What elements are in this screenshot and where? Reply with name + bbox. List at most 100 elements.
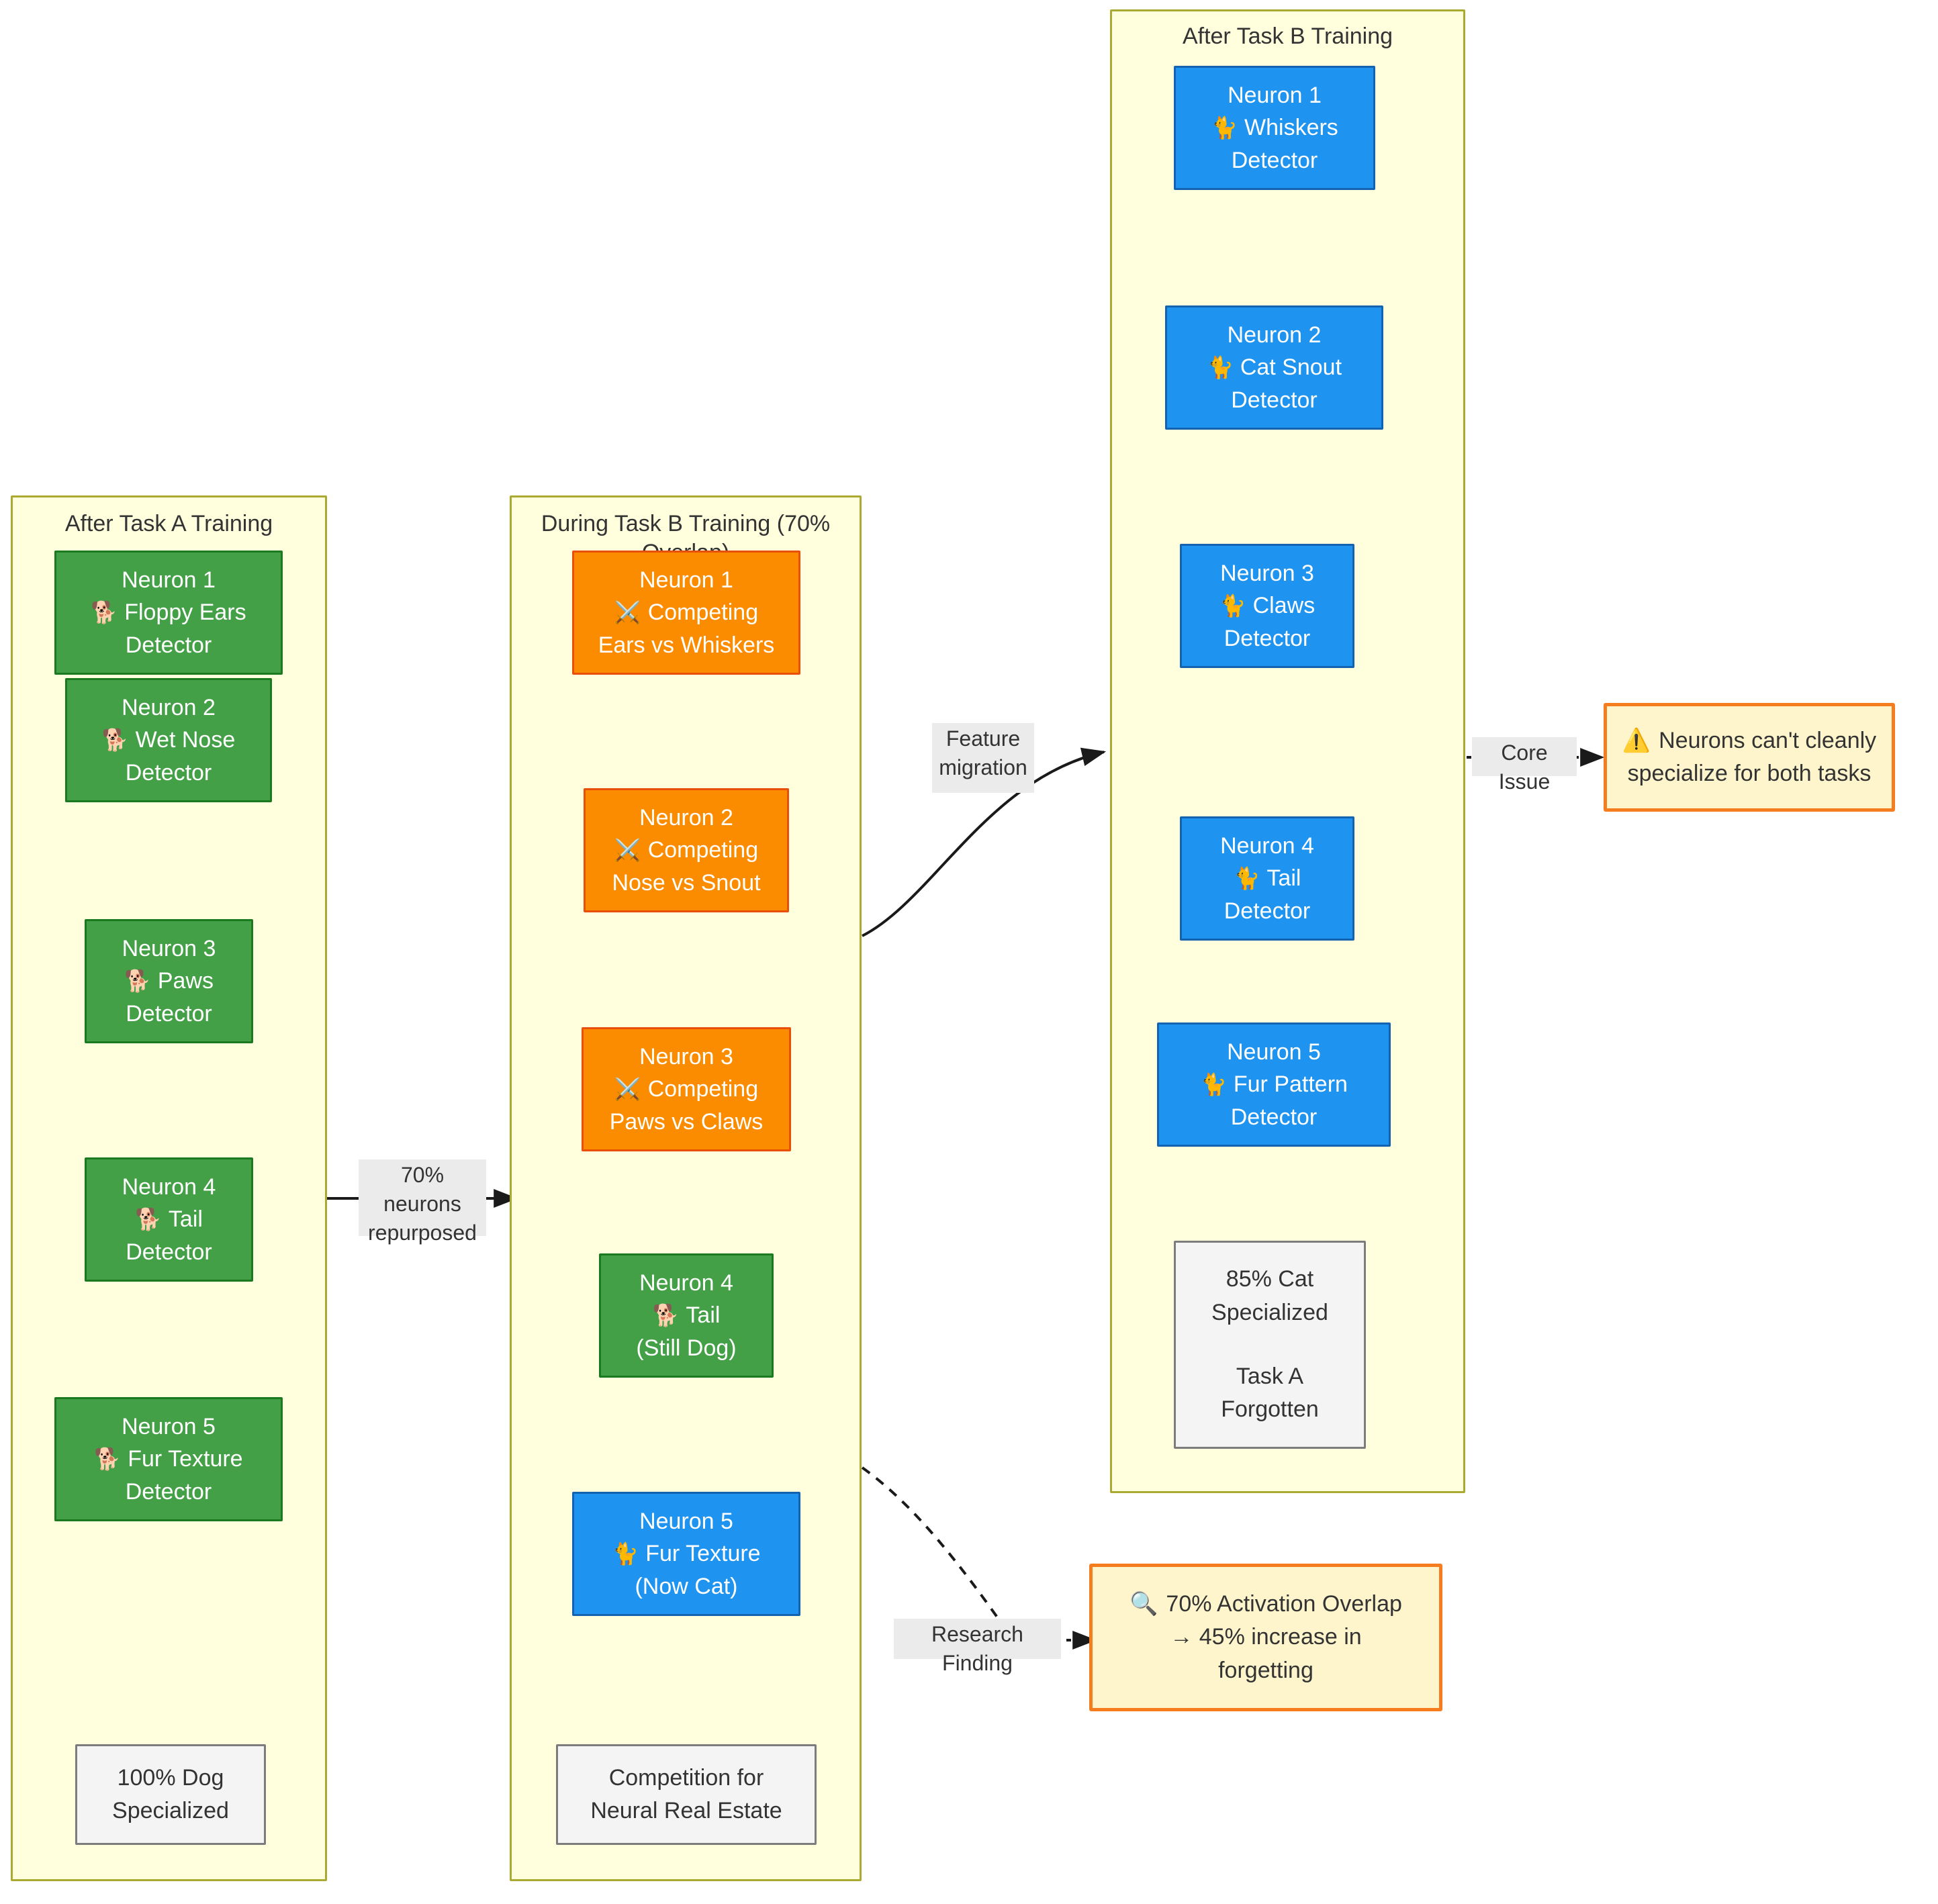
cat-emoji: 🐈	[1206, 354, 1234, 381]
status-c-line3: Task A	[1236, 1364, 1304, 1389]
dog-emoji: 🐕	[652, 1302, 680, 1329]
node-a5-line1: Neuron 5	[122, 1414, 216, 1440]
note-core-issue-line1: Neurons can't cleanly	[1659, 727, 1877, 753]
warning-emoji: ⚠️	[1622, 726, 1651, 754]
subgraph-during-task-b: During Task B Training (70% Overlap)	[510, 495, 862, 1881]
node-a3[interactable]: Neuron 3 🐕Paws Detector	[85, 919, 253, 1043]
node-a4-line3: Detector	[126, 1239, 212, 1265]
node-a4-line2: Tail	[168, 1206, 203, 1233]
note-research-line3: forgetting	[1218, 1657, 1313, 1683]
node-c5-line3: Detector	[1230, 1104, 1318, 1130]
node-b3-line2: Competing	[647, 1076, 759, 1102]
node-c4-line2: Tail	[1266, 865, 1301, 892]
node-a3-line3: Detector	[126, 1000, 212, 1027]
status-b-line2: Neural Real Estate	[590, 1798, 782, 1823]
node-b2[interactable]: Neuron 2 ⚔️Competing Nose vs Snout	[584, 788, 789, 912]
cat-emoji: 🐈	[1233, 865, 1260, 892]
node-b2-line2: Competing	[647, 837, 759, 863]
note-research-finding: 🔍 70% Activation Overlap → 45% increase i…	[1089, 1564, 1442, 1711]
status-c-line2: Specialized	[1211, 1299, 1328, 1325]
node-b1-line1: Neuron 1	[639, 567, 733, 593]
node-b4-line3: (Still Dog)	[636, 1335, 737, 1361]
node-b4-line1: Neuron 4	[639, 1270, 733, 1296]
node-a5-line3: Detector	[125, 1478, 212, 1505]
node-c5-line2: Fur Pattern	[1233, 1072, 1348, 1098]
node-c4-line1: Neuron 4	[1220, 833, 1314, 859]
node-c2[interactable]: Neuron 2 🐈Cat Snout Detector	[1165, 305, 1383, 430]
node-c4[interactable]: Neuron 4 🐈Tail Detector	[1180, 816, 1354, 941]
status-box-task-a: 100% Dog Specialized	[75, 1744, 266, 1845]
node-b4-line2: Tail	[686, 1302, 721, 1329]
node-c1-line3: Detector	[1231, 147, 1318, 173]
status-c-line4: Forgotten	[1221, 1396, 1319, 1423]
status-c-line1: 85% Cat	[1226, 1266, 1314, 1292]
status-a-line2: Specialized	[112, 1798, 229, 1823]
node-b2-line3: Nose vs Snout	[612, 869, 761, 896]
node-a2-line2: Wet Nose	[135, 727, 236, 753]
status-a-line1: 100% Dog	[117, 1764, 224, 1791]
status-b-line1: Competition for	[608, 1764, 764, 1791]
node-b5-line1: Neuron 5	[639, 1509, 733, 1535]
subgraph-title-after-task-a: After Task A Training	[64, 511, 273, 536]
node-a3-line1: Neuron 3	[122, 936, 216, 962]
node-c1-line2: Whiskers	[1244, 115, 1338, 141]
node-a2[interactable]: Neuron 2 🐕Wet Nose Detector	[65, 678, 272, 802]
node-c5[interactable]: Neuron 5 🐈Fur Pattern Detector	[1157, 1022, 1391, 1147]
node-a4-line1: Neuron 4	[122, 1174, 216, 1200]
node-c3[interactable]: Neuron 3 🐈Claws Detector	[1180, 544, 1354, 668]
cat-emoji: 🐈	[612, 1541, 639, 1567]
node-c2-line3: Detector	[1231, 387, 1318, 413]
node-b5[interactable]: Neuron 5 🐈Fur Texture (Now Cat)	[572, 1492, 800, 1616]
edge-label-feature-migration: Feature migration	[932, 723, 1034, 793]
node-b1-line3: Ears vs Whiskers	[598, 632, 775, 658]
dog-emoji: 🐕	[91, 600, 118, 626]
dog-emoji: 🐕	[124, 968, 151, 994]
node-a5[interactable]: Neuron 5 🐕Fur Texture Detector	[54, 1397, 283, 1521]
crossed-swords-emoji: ⚔️	[614, 600, 641, 626]
node-a4[interactable]: Neuron 4 🐕Tail Detector	[85, 1157, 253, 1282]
node-b3-line3: Paws vs Claws	[609, 1108, 764, 1135]
node-b3-line1: Neuron 3	[639, 1044, 733, 1070]
note-research-line1: 70% Activation Overlap	[1166, 1591, 1402, 1617]
node-a1-line2: Floppy Ears	[124, 600, 246, 626]
subgraph-title-after-task-b: After Task B Training	[1182, 23, 1393, 49]
cat-emoji: 🐈	[1200, 1072, 1227, 1098]
node-b3[interactable]: Neuron 3 ⚔️Competing Paws vs Claws	[582, 1027, 791, 1151]
crossed-swords-emoji: ⚔️	[614, 1076, 641, 1102]
node-c2-line2: Cat Snout	[1240, 354, 1342, 381]
node-a3-line2: Paws	[157, 968, 214, 994]
node-b1-line2: Competing	[647, 600, 759, 626]
node-b4[interactable]: Neuron 4 🐕Tail (Still Dog)	[599, 1253, 774, 1378]
edge-during-to-research	[861, 1466, 1009, 1633]
status-box-after-task-b: 85% Cat Specialized Task A Forgotten	[1174, 1241, 1366, 1449]
dog-emoji: 🐕	[94, 1446, 122, 1472]
node-b1[interactable]: Neuron 1 ⚔️Competing Ears vs Whiskers	[572, 551, 800, 675]
node-b2-line1: Neuron 2	[639, 805, 733, 831]
magnifying-glass-emoji: 🔍	[1129, 1590, 1158, 1618]
node-a1[interactable]: Neuron 1 🐕Floppy Ears Detector	[54, 551, 283, 675]
cat-emoji: 🐈	[1211, 115, 1238, 141]
crossed-swords-emoji: ⚔️	[614, 837, 641, 863]
note-core-issue: ⚠️Neurons can't cleanly specialize for b…	[1604, 703, 1895, 812]
dog-emoji: 🐕	[101, 727, 129, 753]
node-c3-line3: Detector	[1224, 625, 1311, 651]
node-b5-line2: Fur Texture	[645, 1541, 761, 1567]
node-a1-line1: Neuron 1	[122, 567, 216, 593]
edge-label-repurposed: 70% neurons repurposed	[359, 1159, 486, 1245]
node-a2-line1: Neuron 2	[122, 695, 216, 721]
node-c3-line2: Claws	[1252, 593, 1316, 619]
node-c5-line1: Neuron 5	[1227, 1039, 1321, 1065]
node-c3-line1: Neuron 3	[1220, 561, 1314, 587]
node-a1-line3: Detector	[125, 632, 212, 658]
cat-emoji: 🐈	[1219, 593, 1246, 619]
node-c1-line1: Neuron 1	[1228, 83, 1322, 109]
note-research-line2: → 45% increase in	[1170, 1624, 1362, 1650]
node-c2-line1: Neuron 2	[1227, 322, 1322, 348]
status-box-during-task-b: Competition for Neural Real Estate	[556, 1744, 817, 1845]
node-a2-line3: Detector	[125, 759, 212, 786]
node-a5-line2: Fur Texture	[128, 1446, 243, 1472]
dog-emoji: 🐕	[135, 1206, 162, 1233]
edge-label-core-issue: Core Issue	[1472, 737, 1577, 794]
node-c1[interactable]: Neuron 1 🐈Whiskers Detector	[1174, 66, 1375, 190]
